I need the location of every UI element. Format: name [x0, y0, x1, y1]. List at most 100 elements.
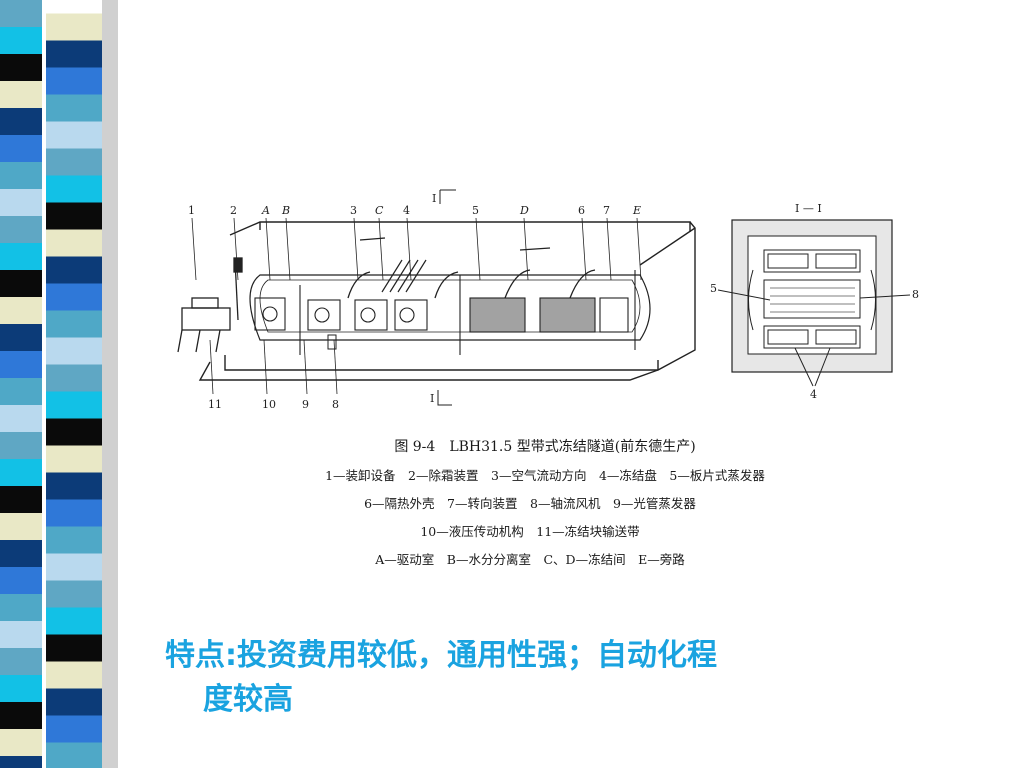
stripe-block-right	[46, 13, 102, 41]
caption-legend-line-3: 10—液压传动机构 11—冻结块输送带	[420, 524, 640, 539]
stripe-block-right	[46, 364, 102, 392]
tunnel-housing	[198, 221, 696, 381]
stripe-block-right	[46, 661, 102, 689]
diagram-label-top: E	[632, 204, 641, 217]
stripe-block-left	[0, 297, 42, 324]
stripe-block-right	[46, 580, 102, 608]
loading-device	[177, 257, 243, 353]
diagram-label-top: B	[281, 204, 290, 217]
stripe-block-right	[46, 715, 102, 743]
stripe-block-right	[46, 256, 102, 284]
stripe-block-left	[0, 351, 42, 378]
caption-legend-line-4: A—驱动室 B—水分分离室 C、D—冻结间 E—旁路	[375, 552, 685, 567]
diagram-label-top: 1	[188, 204, 195, 217]
leader-line	[636, 217, 642, 281]
leader-line	[303, 339, 308, 395]
leader-line	[233, 217, 239, 281]
stripe-block-right	[46, 40, 102, 68]
stripe-block-right	[46, 283, 102, 311]
section-title: I — I	[795, 202, 822, 215]
stripe-block-right	[46, 94, 102, 122]
stripe-block-right	[46, 445, 102, 473]
leader-line	[475, 217, 481, 281]
diagram-label-top: 6	[578, 204, 585, 217]
diagram-label-top: 3	[350, 204, 357, 217]
stripe-block-right	[46, 337, 102, 365]
stripe-block-left	[0, 405, 42, 432]
section-label-4: 4	[810, 388, 817, 401]
freezer-segments	[254, 270, 636, 355]
figure-caption: 图 9-4 LBH31.5 型带式冻结隧道(前东德生产) 1—装卸设备 2—除霜…	[230, 436, 890, 568]
axial-fan	[327, 334, 337, 350]
stripe-block-left	[0, 0, 42, 27]
caption-title: 图 9-4 LBH31.5 型带式冻结隧道(前东德生产)	[394, 439, 696, 455]
stripe-block-left	[0, 432, 42, 459]
diagram-label-bottom: 10	[262, 398, 276, 411]
section-mark-bottom: I	[430, 392, 434, 405]
stripe-block-left	[0, 702, 42, 729]
stripe-block-right	[46, 526, 102, 554]
diagram-label-top: A	[261, 204, 270, 217]
stripe-block-left	[0, 540, 42, 567]
diagram-label-top: 2	[230, 204, 237, 217]
diagram-label-top: 5	[472, 204, 479, 217]
stripe-block-right	[46, 472, 102, 500]
decorative-stripe-bar	[0, 0, 118, 768]
stripe-block-right	[46, 499, 102, 527]
stripe-block-left	[0, 54, 42, 81]
diagram-label-top: 4	[403, 204, 410, 217]
leader-line	[581, 217, 587, 281]
air-flow-arrows	[347, 237, 596, 299]
stripe-block-right	[46, 634, 102, 662]
stripe-block-left	[0, 81, 42, 108]
stripe-block-left	[0, 108, 42, 135]
section-label-5: 5	[710, 282, 717, 295]
stripe-block-left	[0, 621, 42, 648]
leader-line	[285, 217, 291, 281]
section-view: I — I 5 8 4	[710, 202, 919, 401]
stripe-block-left	[0, 270, 42, 297]
stripe-block-right	[46, 310, 102, 338]
stripe-block-left	[0, 243, 42, 270]
stripe-block-left	[0, 729, 42, 756]
leader-line	[263, 339, 268, 395]
caption-legend-line-2: 6—隔热外壳 7—转向装置 8—轴流风机 9—光管蒸发器	[364, 496, 696, 511]
stripe-block-left	[0, 378, 42, 405]
diagram-label-top: 7	[603, 204, 610, 217]
stripe-block-right	[46, 121, 102, 149]
diagram-label-top: C	[375, 204, 384, 217]
stripe-block-right	[46, 229, 102, 257]
features-line-1: 特点:投资费用较低，通用性强；自动化程	[165, 638, 717, 673]
stripe-block-right	[46, 742, 102, 768]
features-text: 特点:投资费用较低，通用性强；自动化程 度较高	[165, 634, 925, 722]
stripe-block-left	[0, 594, 42, 621]
diagram-label-bottom: 9	[302, 398, 309, 411]
stripe-block-left	[0, 756, 42, 768]
diagram-label-bottom: 11	[208, 398, 222, 411]
stripe-block-left	[0, 162, 42, 189]
stripe-block-left	[0, 135, 42, 162]
leader-line	[191, 217, 197, 281]
leader-line	[406, 217, 412, 281]
stripe-block-left	[0, 27, 42, 54]
leader-line	[353, 217, 359, 281]
stripe-block-left	[0, 486, 42, 513]
section-mark-top: I	[432, 192, 436, 205]
stripe-shadow	[102, 0, 118, 768]
stripe-block-right	[46, 202, 102, 230]
leader-line	[333, 339, 338, 395]
stripe-block-left	[0, 567, 42, 594]
stripe-block-left	[0, 675, 42, 702]
stripe-block-left	[0, 216, 42, 243]
stripe-block-left	[0, 459, 42, 486]
diagram-label-top: D	[519, 204, 529, 217]
stripe-block-right	[46, 607, 102, 635]
section-label-8: 8	[912, 288, 919, 301]
caption-legend-line-1: 1—装卸设备 2—除霜装置 3—空气流动方向 4—冻结盘 5—板片式蒸发器	[325, 468, 765, 483]
stripe-block-right	[46, 175, 102, 203]
freezing-trays	[381, 259, 427, 293]
stripe-block-right	[46, 67, 102, 95]
leader-line	[265, 217, 271, 281]
stripe-block-left	[0, 648, 42, 675]
